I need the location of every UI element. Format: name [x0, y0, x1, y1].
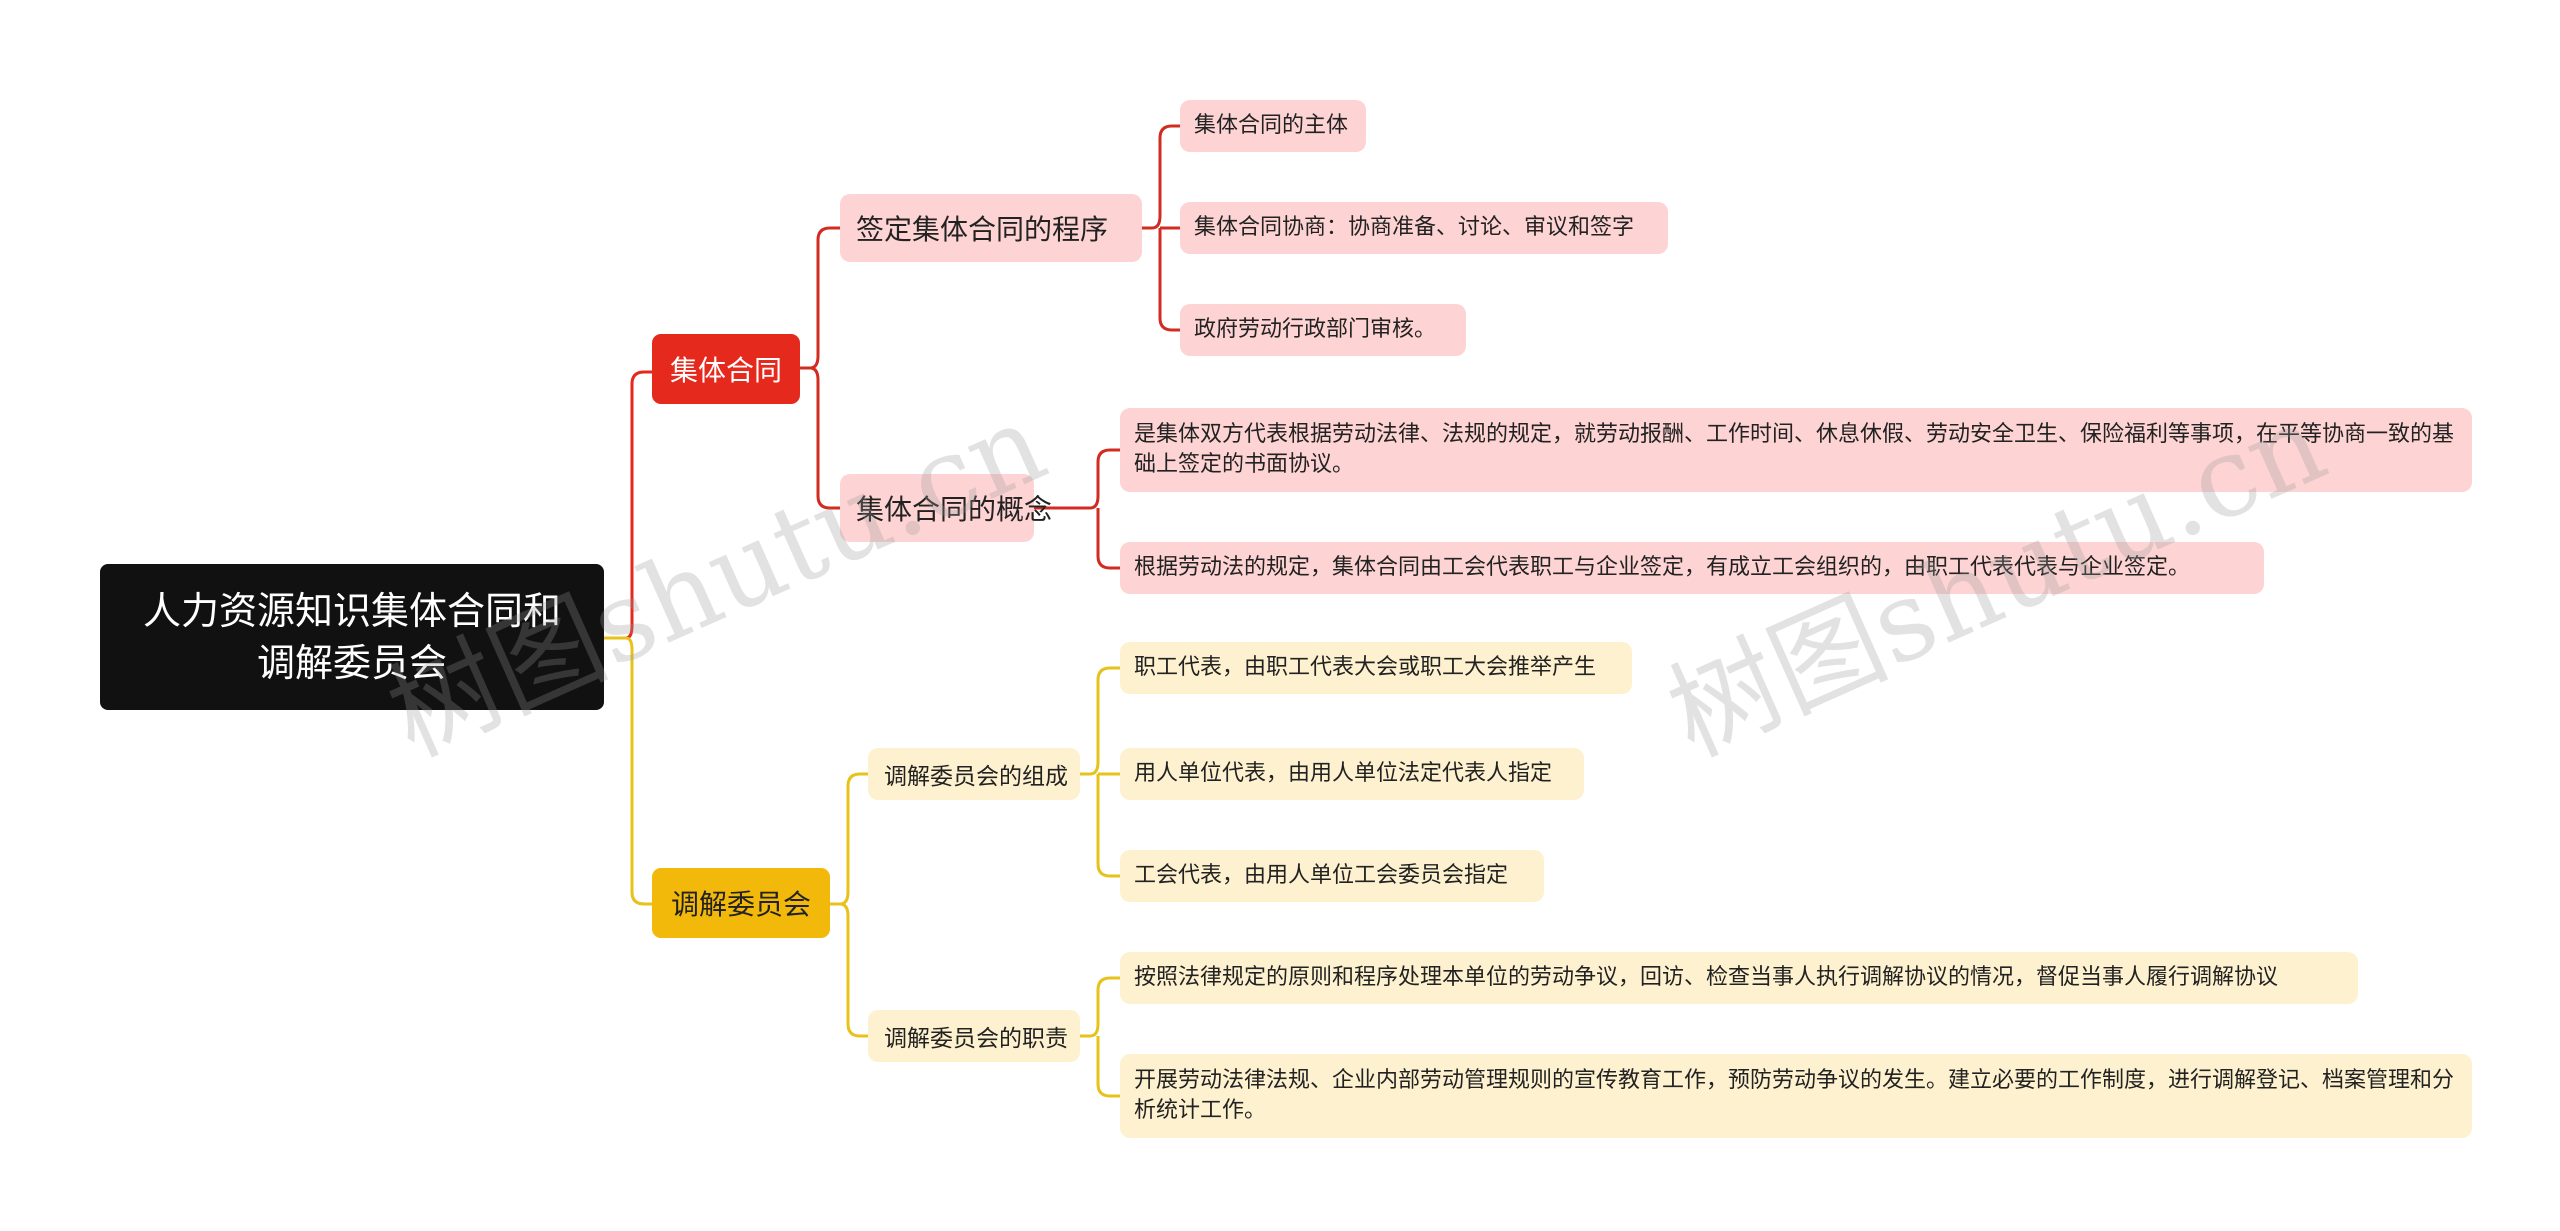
topic-committee-duties[interactable]: 调解委员会的职责 [868, 1010, 1080, 1062]
leaf-text: 政府劳动行政部门审核。 [1194, 317, 1437, 342]
topic-signing-procedure[interactable]: 签定集体合同的程序 [840, 194, 1142, 262]
leaf-text: 工会代表，由用人单位工会委员会指定 [1134, 863, 1509, 888]
leaf-text: 开展劳动法律法规、企业内部劳动管理规则的宣传教育工作，预防劳动争议的发生。建立必… [1134, 1068, 2455, 1123]
topic-label: 调解委员会的职责 [884, 1026, 1068, 1052]
branch-label: 集体合同 [669, 354, 782, 387]
leaf-text: 是集体双方代表根据劳动法律、法规的规定，就劳动报酬、工作时间、休息休假、劳动安全… [1134, 422, 2455, 477]
leaf-text: 职工代表，由职工代表大会或职工大会推举产生 [1134, 655, 1597, 680]
root-node[interactable]: 人力资源知识集体合同和调解委员会 [100, 564, 604, 710]
branch-label: 调解委员会 [670, 888, 811, 921]
leaf-government-review[interactable]: 政府劳动行政部门审核。 [1180, 304, 1466, 356]
leaf-text: 集体合同协商：协商准备、讨论、审议和签字 [1194, 215, 1635, 240]
connector-branch-1-child-2 [800, 366, 840, 510]
connector-branch-1-child-1 [800, 226, 840, 370]
leaf-contract-subject[interactable]: 集体合同的主体 [1180, 100, 1366, 152]
leaf-employer-representative[interactable]: 用人单位代表，由用人单位法定代表人指定 [1120, 748, 1584, 800]
leaf-duty-handle-disputes[interactable]: 按照法律规定的原则和程序处理本单位的劳动争议，回访、检查当事人执行调解协议的情况… [1120, 952, 2358, 1004]
leaf-concept-signing[interactable]: 根据劳动法的规定，集体合同由工会代表职工与企业签定，有成立工会组织的，由职工代表… [1120, 542, 2264, 594]
connector-child-2-leaves [1034, 448, 1120, 570]
topic-label: 集体合同的概念 [856, 493, 1053, 526]
connector-child-4-leaves [1080, 976, 1120, 1098]
root-label: 人力资源知识集体合同和调解委员会 [142, 589, 561, 685]
branch-collective-contract[interactable]: 集体合同 [652, 334, 800, 404]
branch-mediation-committee[interactable]: 调解委员会 [652, 868, 830, 938]
connector-child-3-leaves [1080, 666, 1120, 878]
topic-contract-concept[interactable]: 集体合同的概念 [840, 474, 1052, 542]
leaf-text: 集体合同的主体 [1194, 113, 1349, 138]
leaf-text: 按照法律规定的原则和程序处理本单位的劳动争议，回访、检查当事人执行调解协议的情况… [1134, 965, 2279, 990]
leaf-union-representative[interactable]: 工会代表，由用人单位工会委员会指定 [1120, 850, 1544, 902]
leaf-concept-definition[interactable]: 是集体双方代表根据劳动法律、法规的规定，就劳动报酬、工作时间、休息休假、劳动安全… [1120, 408, 2472, 492]
topic-label: 签定集体合同的程序 [856, 213, 1109, 246]
connector-branch-2-child-2 [830, 902, 868, 1038]
leaf-text: 用人单位代表，由用人单位法定代表人指定 [1134, 761, 1553, 786]
leaf-duty-education-records[interactable]: 开展劳动法律法规、企业内部劳动管理规则的宣传教育工作，预防劳动争议的发生。建立必… [1120, 1054, 2472, 1138]
leaf-contract-negotiation[interactable]: 集体合同协商：协商准备、讨论、审议和签字 [1180, 202, 1668, 254]
connector-root-branch-1 [604, 370, 652, 640]
connector-branch-2-child-1 [830, 772, 868, 906]
connector-root-branch-2 [604, 636, 652, 906]
topic-committee-composition[interactable]: 调解委员会的组成 [868, 748, 1080, 800]
leaf-text: 根据劳动法的规定，集体合同由工会代表职工与企业签定，有成立工会组织的，由职工代表… [1134, 555, 2191, 580]
topic-label: 调解委员会的组成 [884, 764, 1068, 790]
connector-child-1-leaves [1142, 124, 1180, 332]
leaf-employee-representative[interactable]: 职工代表，由职工代表大会或职工大会推举产生 [1120, 642, 1632, 694]
